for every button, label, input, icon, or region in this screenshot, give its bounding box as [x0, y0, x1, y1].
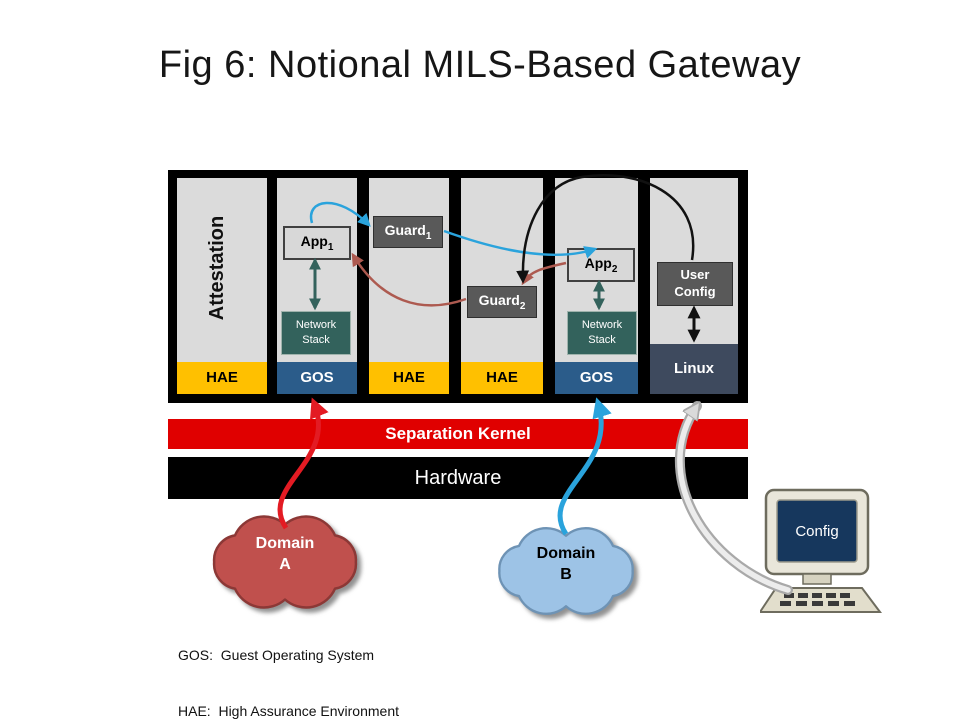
bar-hae-1: HAE	[177, 362, 267, 394]
network-stack-a-box: Network Stack	[281, 311, 351, 355]
app1-sub: 1	[327, 241, 334, 253]
keyboard-keys	[780, 593, 855, 606]
domain-b-line1: Domain	[536, 545, 596, 562]
bar-gos-b: GOS	[555, 362, 638, 394]
user-config-box: User Config	[657, 262, 733, 306]
legend-gos: GOS: Guest Operating System	[178, 646, 375, 663]
network-stack-b-box: Network Stack	[567, 311, 637, 355]
guard2-label: Guard	[478, 292, 520, 309]
guard2-sub: 2	[519, 300, 526, 312]
bar-hae-2: HAE	[369, 362, 449, 394]
legend-hae: HAE: High Assurance Environment	[178, 703, 399, 720]
keyboard	[760, 587, 882, 613]
domain-a-label: Domain A	[200, 534, 370, 576]
domain-a-line1: Domain	[255, 535, 315, 552]
user-config-line2: Config	[674, 284, 716, 299]
domain-b-line2: B	[560, 565, 572, 583]
bar-hae-3: HAE	[461, 362, 543, 394]
monitor-stand	[802, 573, 832, 585]
domain-a-cloud	[212, 515, 358, 609]
app2-sub: 2	[611, 263, 618, 275]
app2-label: App	[584, 255, 612, 272]
app1-box: App1	[283, 226, 351, 260]
page-title: Fig 6: Notional MILS-Based Gateway	[158, 44, 802, 86]
domain-b-label: Domain B	[486, 544, 646, 586]
guard1-sub: 1	[425, 230, 432, 242]
app2-box: App2	[567, 248, 635, 282]
domain-b-cloud-shape	[498, 527, 634, 615]
user-config-line1: User	[680, 267, 710, 283]
bar-linux: Linux	[650, 344, 738, 394]
config-screen-label: Config	[795, 523, 838, 540]
hardware-bar: Hardware	[168, 457, 748, 499]
guard1-label: Guard	[384, 222, 426, 239]
separation-kernel-bar: Separation Kernel	[168, 419, 748, 449]
bar-gos-a: GOS	[277, 362, 357, 394]
config-terminal-icon: Config	[760, 488, 882, 613]
domain-a-line2: A	[279, 555, 291, 573]
ns-b-line1: Network	[581, 319, 623, 332]
legend: GOS: Guest Operating System HAE: High As…	[178, 608, 399, 720]
ns-a-line1: Network	[295, 319, 337, 332]
ns-a-line2: Stack	[302, 334, 330, 346]
app1-label: App	[300, 233, 328, 250]
domain-b-cloud	[498, 527, 634, 615]
guard2-box: Guard2	[467, 286, 537, 318]
ns-b-line2: Stack	[588, 334, 616, 346]
guard1-box: Guard1	[373, 216, 443, 248]
partition-attestation	[177, 178, 267, 394]
attestation-label: Attestation	[206, 215, 228, 321]
domain-a-cloud-shape	[212, 515, 358, 609]
